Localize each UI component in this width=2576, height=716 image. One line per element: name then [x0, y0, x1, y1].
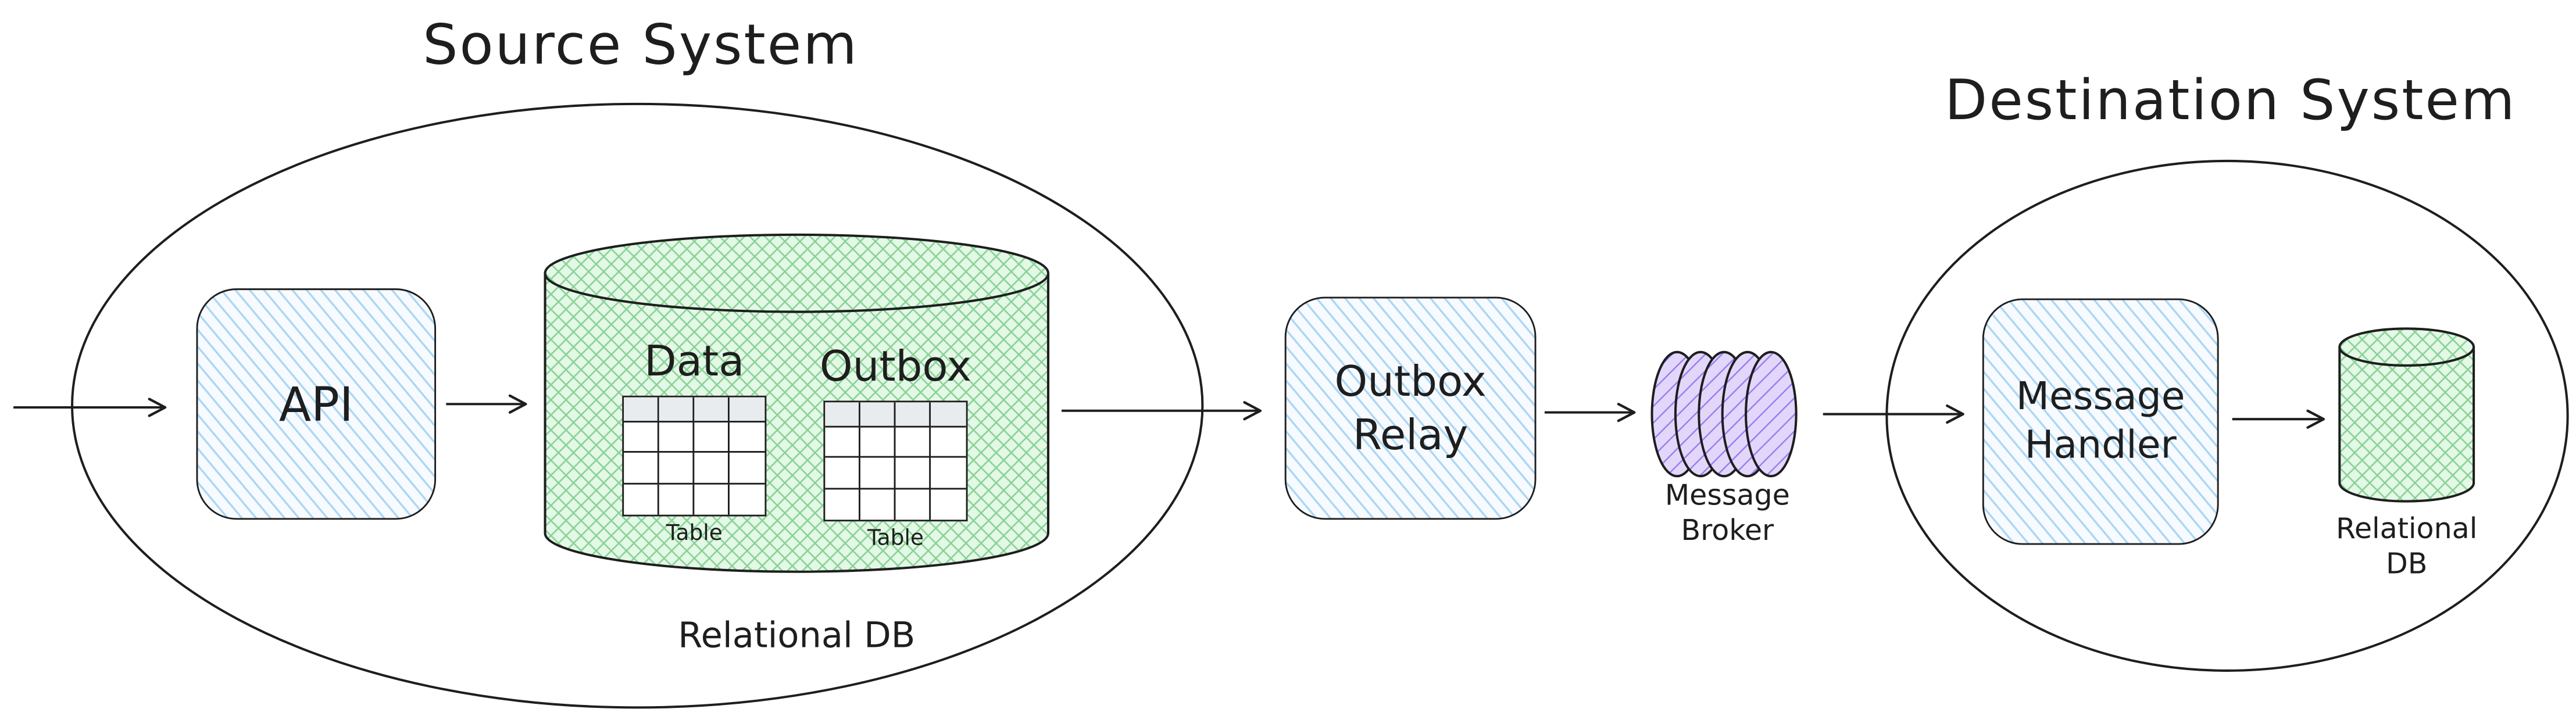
source-system-ellipse — [71, 102, 1204, 709]
destination-db-cylinder-icon — [2338, 327, 2475, 503]
table-cell — [694, 397, 730, 423]
table-cell — [895, 427, 931, 459]
table-cell — [825, 427, 860, 459]
table-cell — [825, 458, 860, 489]
outbox-table-grid — [823, 400, 968, 522]
table-cell — [659, 397, 695, 423]
table-cell — [694, 422, 730, 453]
table-cell — [931, 402, 966, 428]
destination-system-title: Destination System — [1945, 67, 2517, 133]
source-db-cylinder-icon — [544, 233, 1050, 573]
table-cell — [895, 402, 931, 428]
table-cell — [825, 402, 860, 428]
table-cell — [729, 423, 765, 453]
table-cell — [895, 458, 931, 489]
message-broker-icon — [1650, 350, 1798, 478]
outbox-relay-node: Outbox Relay — [1284, 296, 1537, 520]
table-cell — [694, 453, 730, 484]
table-cell — [825, 489, 860, 520]
destination-system-ellipse — [1885, 159, 2569, 672]
outbox-table-title: Outbox — [819, 342, 972, 391]
destination-db-label: Relational DB — [2335, 513, 2478, 582]
table-cell — [729, 453, 765, 484]
message-handler-node: Message Handler — [1982, 298, 2219, 545]
table-cell — [931, 458, 966, 489]
table-cell — [624, 422, 659, 453]
api-node: API — [196, 288, 437, 520]
data-table-grid — [622, 395, 767, 517]
table-cell — [730, 484, 765, 515]
table-cell — [860, 402, 896, 428]
table-cell — [659, 484, 695, 515]
table-cell — [694, 484, 730, 515]
table-cell — [860, 427, 896, 459]
table-cell — [729, 397, 765, 423]
table-cell — [895, 489, 931, 520]
table-cell — [624, 484, 659, 515]
table-cell — [624, 397, 659, 423]
source-db-label: Relational DB — [678, 615, 916, 656]
table-cell — [931, 489, 966, 520]
table-cell — [624, 453, 659, 484]
message-broker-label: Message Broker — [1664, 479, 1790, 548]
data-table-title: Data — [644, 336, 745, 386]
data-table-caption: Table — [666, 521, 723, 547]
table-cell — [931, 428, 966, 459]
table-cell — [860, 489, 896, 520]
table-cell — [860, 458, 896, 489]
outbox-table-caption: Table — [867, 526, 924, 552]
table-cell — [659, 422, 695, 453]
source-system-title: Source System — [423, 12, 859, 77]
table-cell — [659, 453, 695, 484]
